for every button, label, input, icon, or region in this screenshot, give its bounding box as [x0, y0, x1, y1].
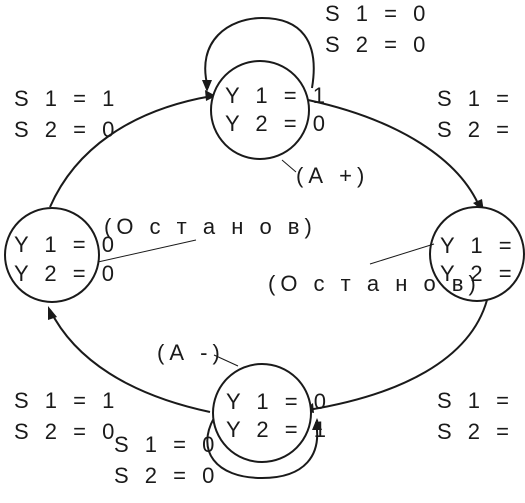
cond-right-to-bottom-s2: S 2 = 1	[437, 419, 525, 444]
state-left	[4, 207, 100, 303]
arrowhead-top-self-loop	[202, 80, 212, 92]
annotation-left: (О с т а н о в)	[104, 214, 317, 239]
state-bottom-y2: Y 2 = 1	[226, 417, 331, 442]
annotation-top: (А +)	[296, 163, 369, 188]
leader-top	[281, 159, 297, 173]
edge-bottom-self-loop	[206, 417, 319, 480]
state-top-y1: Y 1 = 1	[225, 83, 330, 108]
arrowhead-bottom-self-loop	[312, 418, 322, 430]
edge-right-to-bottom	[307, 299, 488, 411]
state-right-y2: Y 2 = 0	[440, 261, 525, 286]
state-right-y1: Y 1 = 0	[440, 233, 525, 258]
state-top	[210, 60, 310, 160]
cond-bottom-to-left-s1: S 1 = 1	[14, 388, 119, 413]
cond-top-self-s1: S 1 = 0	[325, 1, 430, 26]
state-top-y2: Y 2 = 0	[225, 111, 330, 136]
state-left-y1: Y 1 = 0	[14, 232, 119, 257]
cond-top-to-right-s2: S 2 = 1	[437, 117, 525, 142]
edge-top-to-right	[307, 99, 481, 209]
annotation-bottom: (А -)	[157, 340, 225, 365]
cond-left-to-top-s2: S 2 = 0	[14, 117, 119, 142]
edge-left-to-top	[49, 95, 213, 208]
arrowhead-left-to-top	[205, 90, 216, 101]
state-bottom-y1: Y 1 = 0	[226, 389, 331, 414]
cond-top-self-s2: S 2 = 0	[325, 32, 430, 57]
cond-left-to-top-s1: S 1 = 1	[14, 86, 119, 111]
cond-bottom-self-s2: S 2 = 0	[114, 463, 219, 488]
state-right	[429, 206, 525, 302]
state-left-y2: Y 2 = 0	[14, 261, 119, 286]
state-bottom	[212, 363, 312, 463]
annotation-right: (О с т а н о в)	[268, 271, 481, 296]
cond-right-to-bottom-s1: S 1 = 0	[437, 388, 525, 413]
leader-right	[369, 243, 435, 265]
edge-top-self-loop	[204, 16, 315, 89]
cond-bottom-to-left-s2: S 2 = 0	[14, 419, 119, 444]
cond-bottom-self-s1: S 1 = 0	[114, 432, 219, 457]
cond-top-to-right-s1: S 1 = 0	[437, 86, 525, 111]
leader-left	[97, 239, 197, 263]
arrowhead-bottom-to-left	[48, 306, 57, 320]
edge-bottom-to-left	[49, 309, 211, 413]
leader-bottom	[213, 354, 239, 367]
